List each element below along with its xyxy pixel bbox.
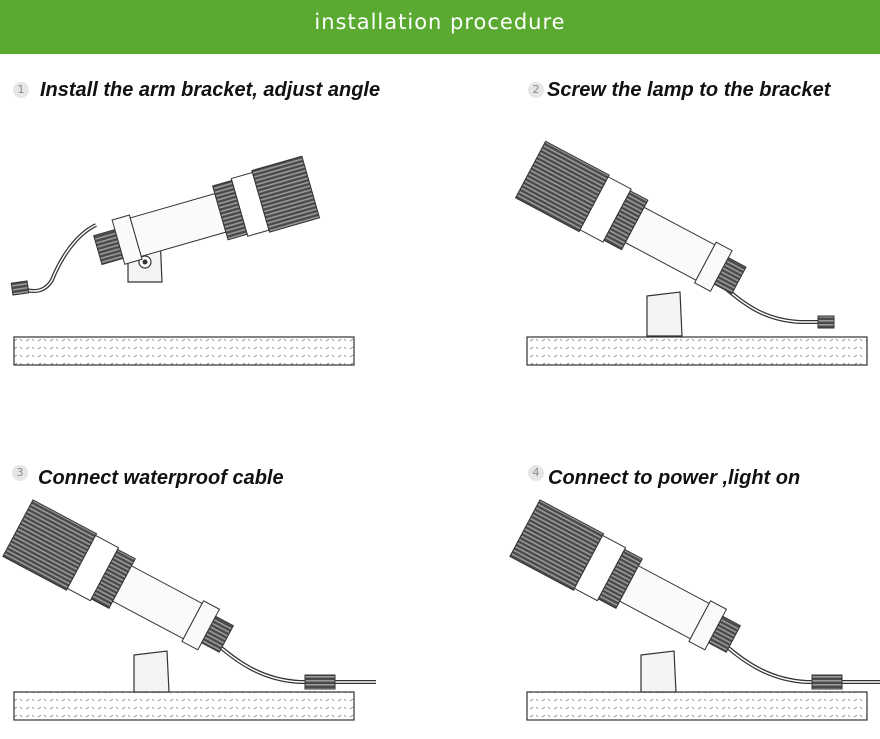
lamp-power-icon bbox=[509, 499, 880, 721]
cable-1 bbox=[25, 223, 97, 293]
header-banner: installation procedure bbox=[0, 0, 880, 54]
lamp-housing-1 bbox=[129, 193, 227, 257]
cable-connector-2 bbox=[817, 315, 835, 329]
cable-4 bbox=[717, 638, 880, 684]
arm-bracket-3 bbox=[133, 650, 170, 693]
page-title: installation procedure bbox=[314, 10, 566, 34]
step-4-title: Connect to power ,light on bbox=[548, 467, 801, 489]
step-1-title: Install the arm bracket, adjust angle bbox=[40, 79, 381, 101]
step-2-title: Screw the lamp to the bracket bbox=[547, 79, 831, 101]
arm-bracket-2 bbox=[646, 291, 683, 337]
lamp-cable-icon bbox=[2, 499, 376, 721]
waterproof-connector-3 bbox=[304, 674, 336, 690]
arm-bracket-4 bbox=[640, 650, 677, 693]
ground-slab-4 bbox=[526, 691, 868, 721]
step-1-number: 1 bbox=[13, 82, 29, 98]
waterproof-connector-4 bbox=[811, 674, 843, 690]
gland-nut-2 bbox=[713, 257, 747, 295]
ground-slab-3 bbox=[13, 691, 355, 721]
heat-sink-1 bbox=[251, 155, 321, 233]
lamp-on-bracket-icon bbox=[10, 155, 355, 366]
ground-slab-2 bbox=[526, 336, 868, 366]
step-4-number: 4 bbox=[528, 465, 544, 481]
step-3-title: Connect waterproof cable bbox=[38, 467, 284, 489]
step-3-number: 3 bbox=[12, 465, 28, 481]
lamp-screwed-icon bbox=[514, 140, 868, 366]
gland-nut-4 bbox=[707, 615, 742, 653]
cable-3 bbox=[210, 638, 376, 684]
step-2-number: 2 bbox=[528, 82, 544, 98]
cable-connector-1 bbox=[10, 280, 30, 296]
ground-slab-1 bbox=[13, 336, 355, 366]
gland-nut-3 bbox=[200, 615, 235, 653]
